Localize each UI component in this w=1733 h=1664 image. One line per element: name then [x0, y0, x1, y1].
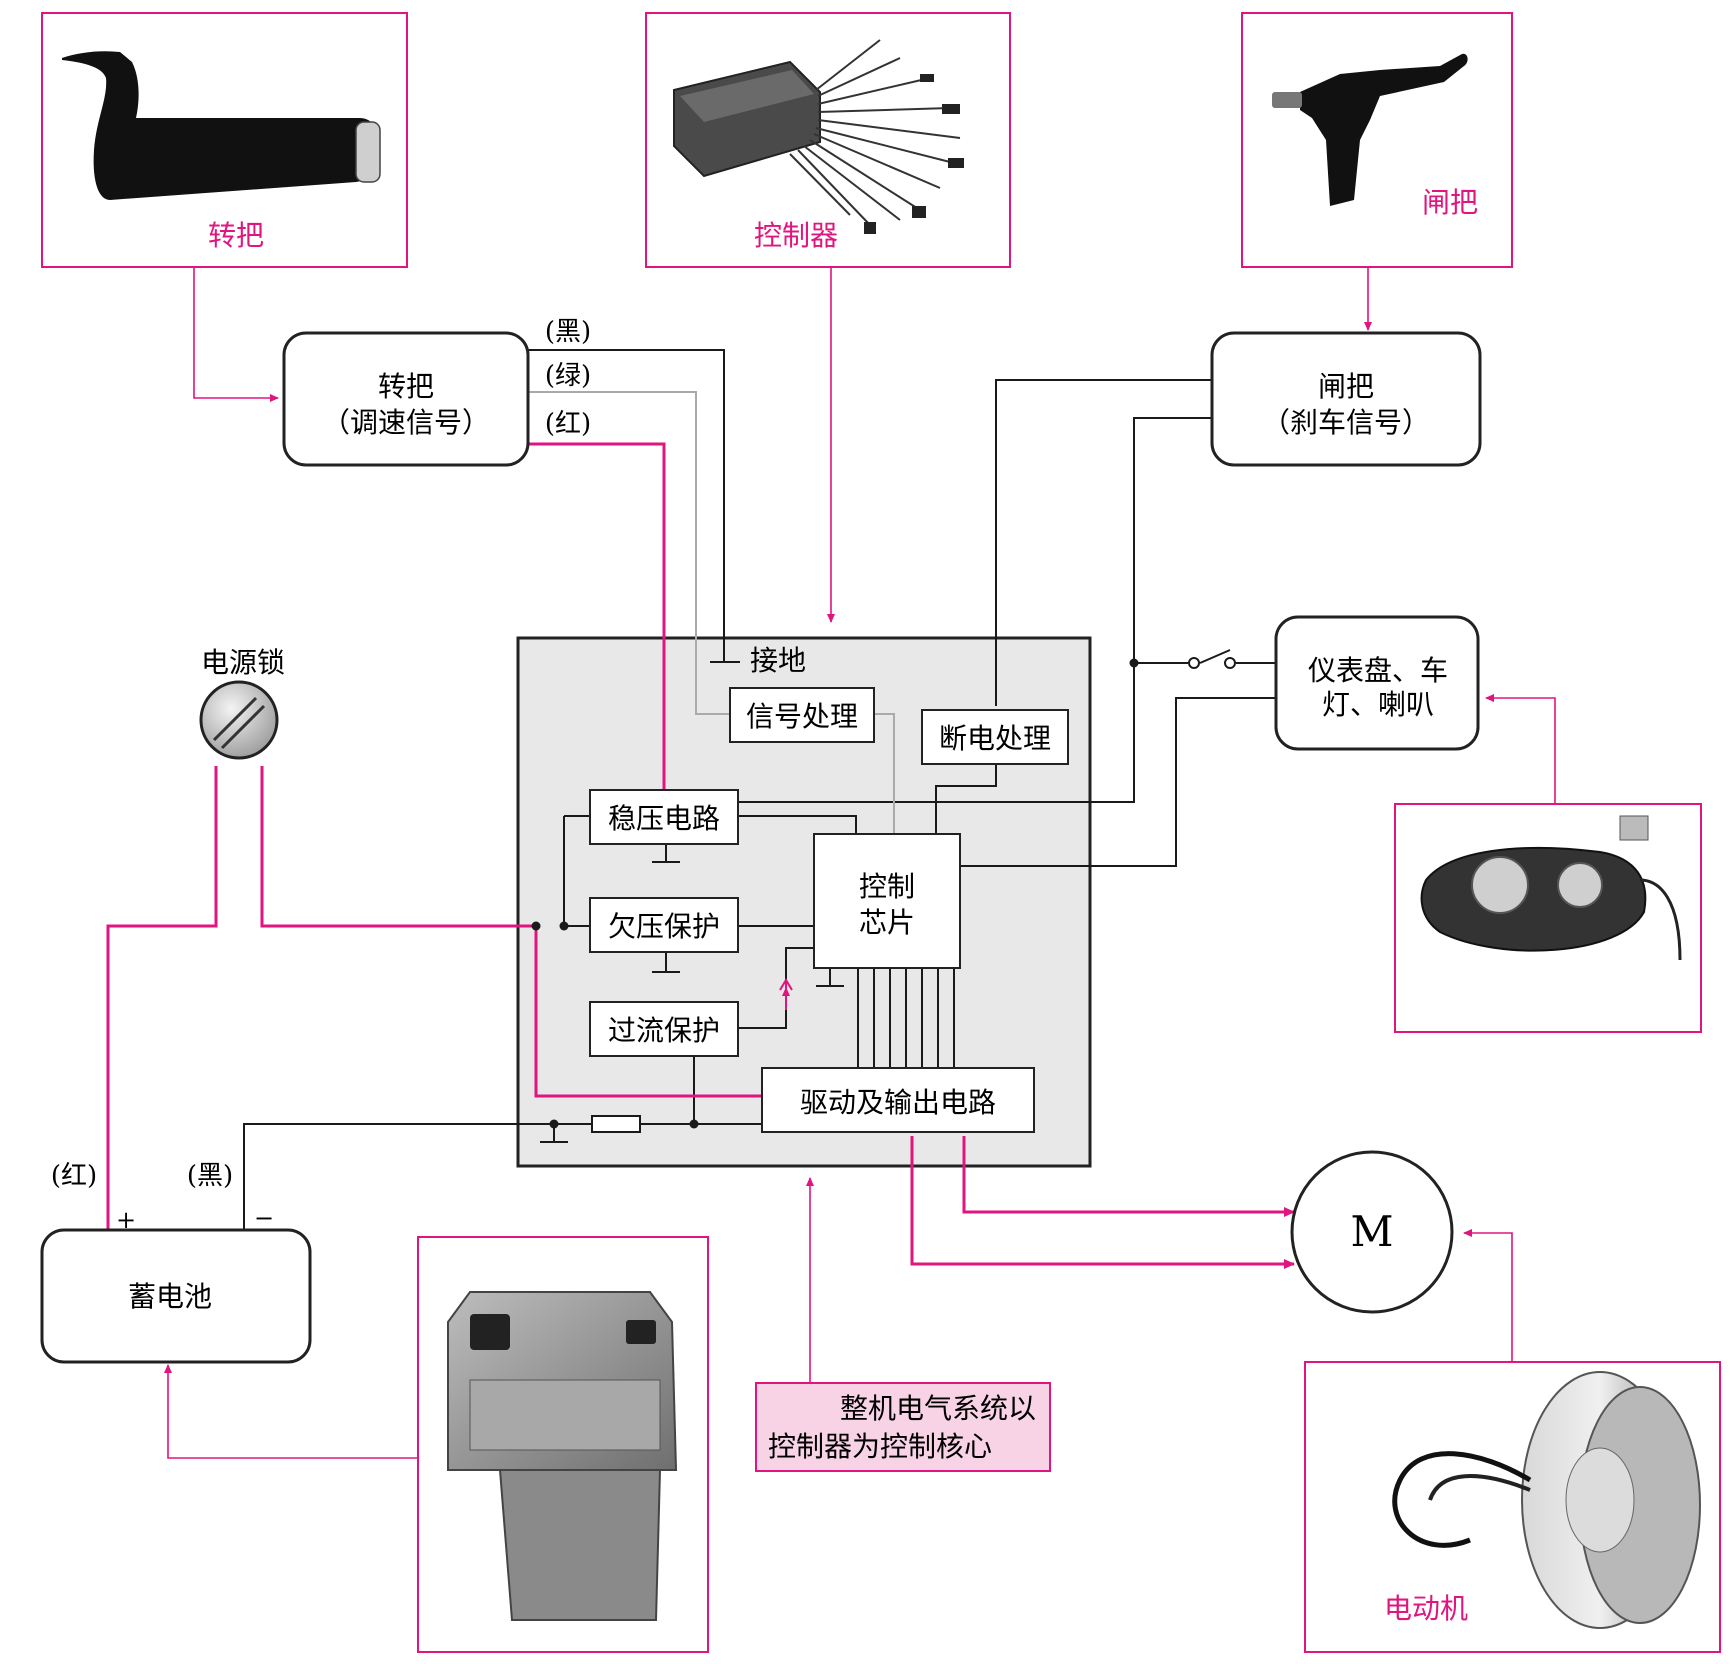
wire-label-red: (红)	[545, 409, 591, 439]
battery-minus: −	[254, 1204, 274, 1232]
control-chip-block: 控制 芯片	[813, 833, 961, 969]
throttle-grip-icon	[62, 51, 381, 200]
motor-symbol: M	[1290, 1150, 1454, 1314]
power-lock: 电源锁	[199, 646, 285, 760]
svg-text:芯片: 芯片	[859, 906, 915, 939]
svg-text:断电处理: 断电处理	[939, 722, 1051, 755]
svg-text:欠压保护: 欠压保护	[608, 910, 720, 943]
brake-photo-panel: 闸把	[1241, 12, 1513, 268]
motor-photo-caption: 电动机	[1384, 1592, 1468, 1625]
battery-red-label: (红)	[51, 1161, 97, 1191]
svg-text:过流保护: 过流保护	[608, 1014, 720, 1047]
brake-switch-icon	[1188, 657, 1236, 669]
svg-text:信号处理: 信号处理	[746, 700, 858, 733]
svg-text:仪表盘、车: 仪表盘、车	[1308, 654, 1448, 687]
svg-text:（刹车信号）: （刹车信号）	[1262, 406, 1430, 439]
battery-black-label: (黑)	[187, 1161, 233, 1191]
throttle-photo-panel: 转把	[41, 12, 408, 268]
photo-arrows	[164, 267, 1556, 1459]
svg-text:转把: 转把	[378, 370, 434, 403]
shunt-resistor	[591, 1115, 641, 1133]
svg-text:闸把: 闸把	[1318, 370, 1374, 403]
svg-text:驱动及输出电路: 驱动及输出电路	[800, 1086, 996, 1119]
svg-text:稳压电路: 稳压电路	[608, 802, 720, 835]
battery-pack-icon	[447, 1291, 678, 1621]
ground-label: 接地	[750, 644, 806, 677]
wire-label-black: (黑)	[545, 317, 591, 347]
wire-label-green: (绿)	[545, 361, 591, 391]
battery-block: 蓄电池	[40, 1228, 312, 1364]
brake-lever-icon	[1272, 53, 1468, 206]
svg-text:M: M	[1350, 1207, 1393, 1256]
battery-photo-panel	[417, 1236, 709, 1653]
speedometer-icon	[1420, 815, 1682, 961]
dashboard-block: 仪表盘、车 灯、喇叭	[1274, 615, 1480, 751]
controller-photo-panel: 控制器	[645, 12, 1011, 268]
wire-signal-to-chip	[874, 713, 895, 834]
motor-photo-panel: 电动机	[1304, 1361, 1721, 1653]
brake-photo-caption: 闸把	[1422, 186, 1478, 219]
wires-black	[243, 349, 1276, 1230]
controller-unit-icon	[673, 39, 964, 234]
controller-photo-caption: 控制器	[754, 219, 838, 252]
dashboard-photo-panel	[1394, 803, 1702, 1033]
svg-text:蓄电池: 蓄电池	[128, 1280, 212, 1313]
hub-motor-icon	[1392, 1371, 1701, 1629]
svg-text:控制: 控制	[859, 870, 915, 903]
junction-dots	[531, 658, 1139, 1129]
svg-text:整机电气系统以: 整机电气系统以	[840, 1392, 1036, 1425]
battery-plus: +	[116, 1206, 136, 1234]
wires-red	[106, 442, 1295, 1269]
core-note: 整机电气系统以 控制器为控制核心	[755, 1382, 1051, 1472]
svg-text:（调速信号）: （调速信号）	[322, 406, 490, 439]
driver-output-block: 驱动及输出电路	[761, 1067, 1035, 1133]
svg-text:灯、喇叭: 灯、喇叭	[1322, 688, 1434, 721]
throttle-block: 转把 （调速信号）	[282, 331, 530, 467]
overcurrent-block: 过流保护	[589, 1001, 739, 1057]
power-lock-label: 电源锁	[201, 646, 285, 679]
cutoff-block: 断电处理	[921, 709, 1069, 765]
svg-text:控制器为控制核心: 控制器为控制核心	[768, 1430, 992, 1463]
wire-green	[528, 391, 730, 715]
brake-block: 闸把 （刹车信号）	[1210, 331, 1482, 467]
key-lock-icon	[199, 680, 279, 760]
undervoltage-block: 欠压保护	[589, 897, 739, 953]
throttle-photo-caption: 转把	[208, 219, 264, 252]
signal-processing-block: 信号处理	[729, 687, 875, 743]
regulator-block: 稳压电路	[589, 789, 739, 845]
